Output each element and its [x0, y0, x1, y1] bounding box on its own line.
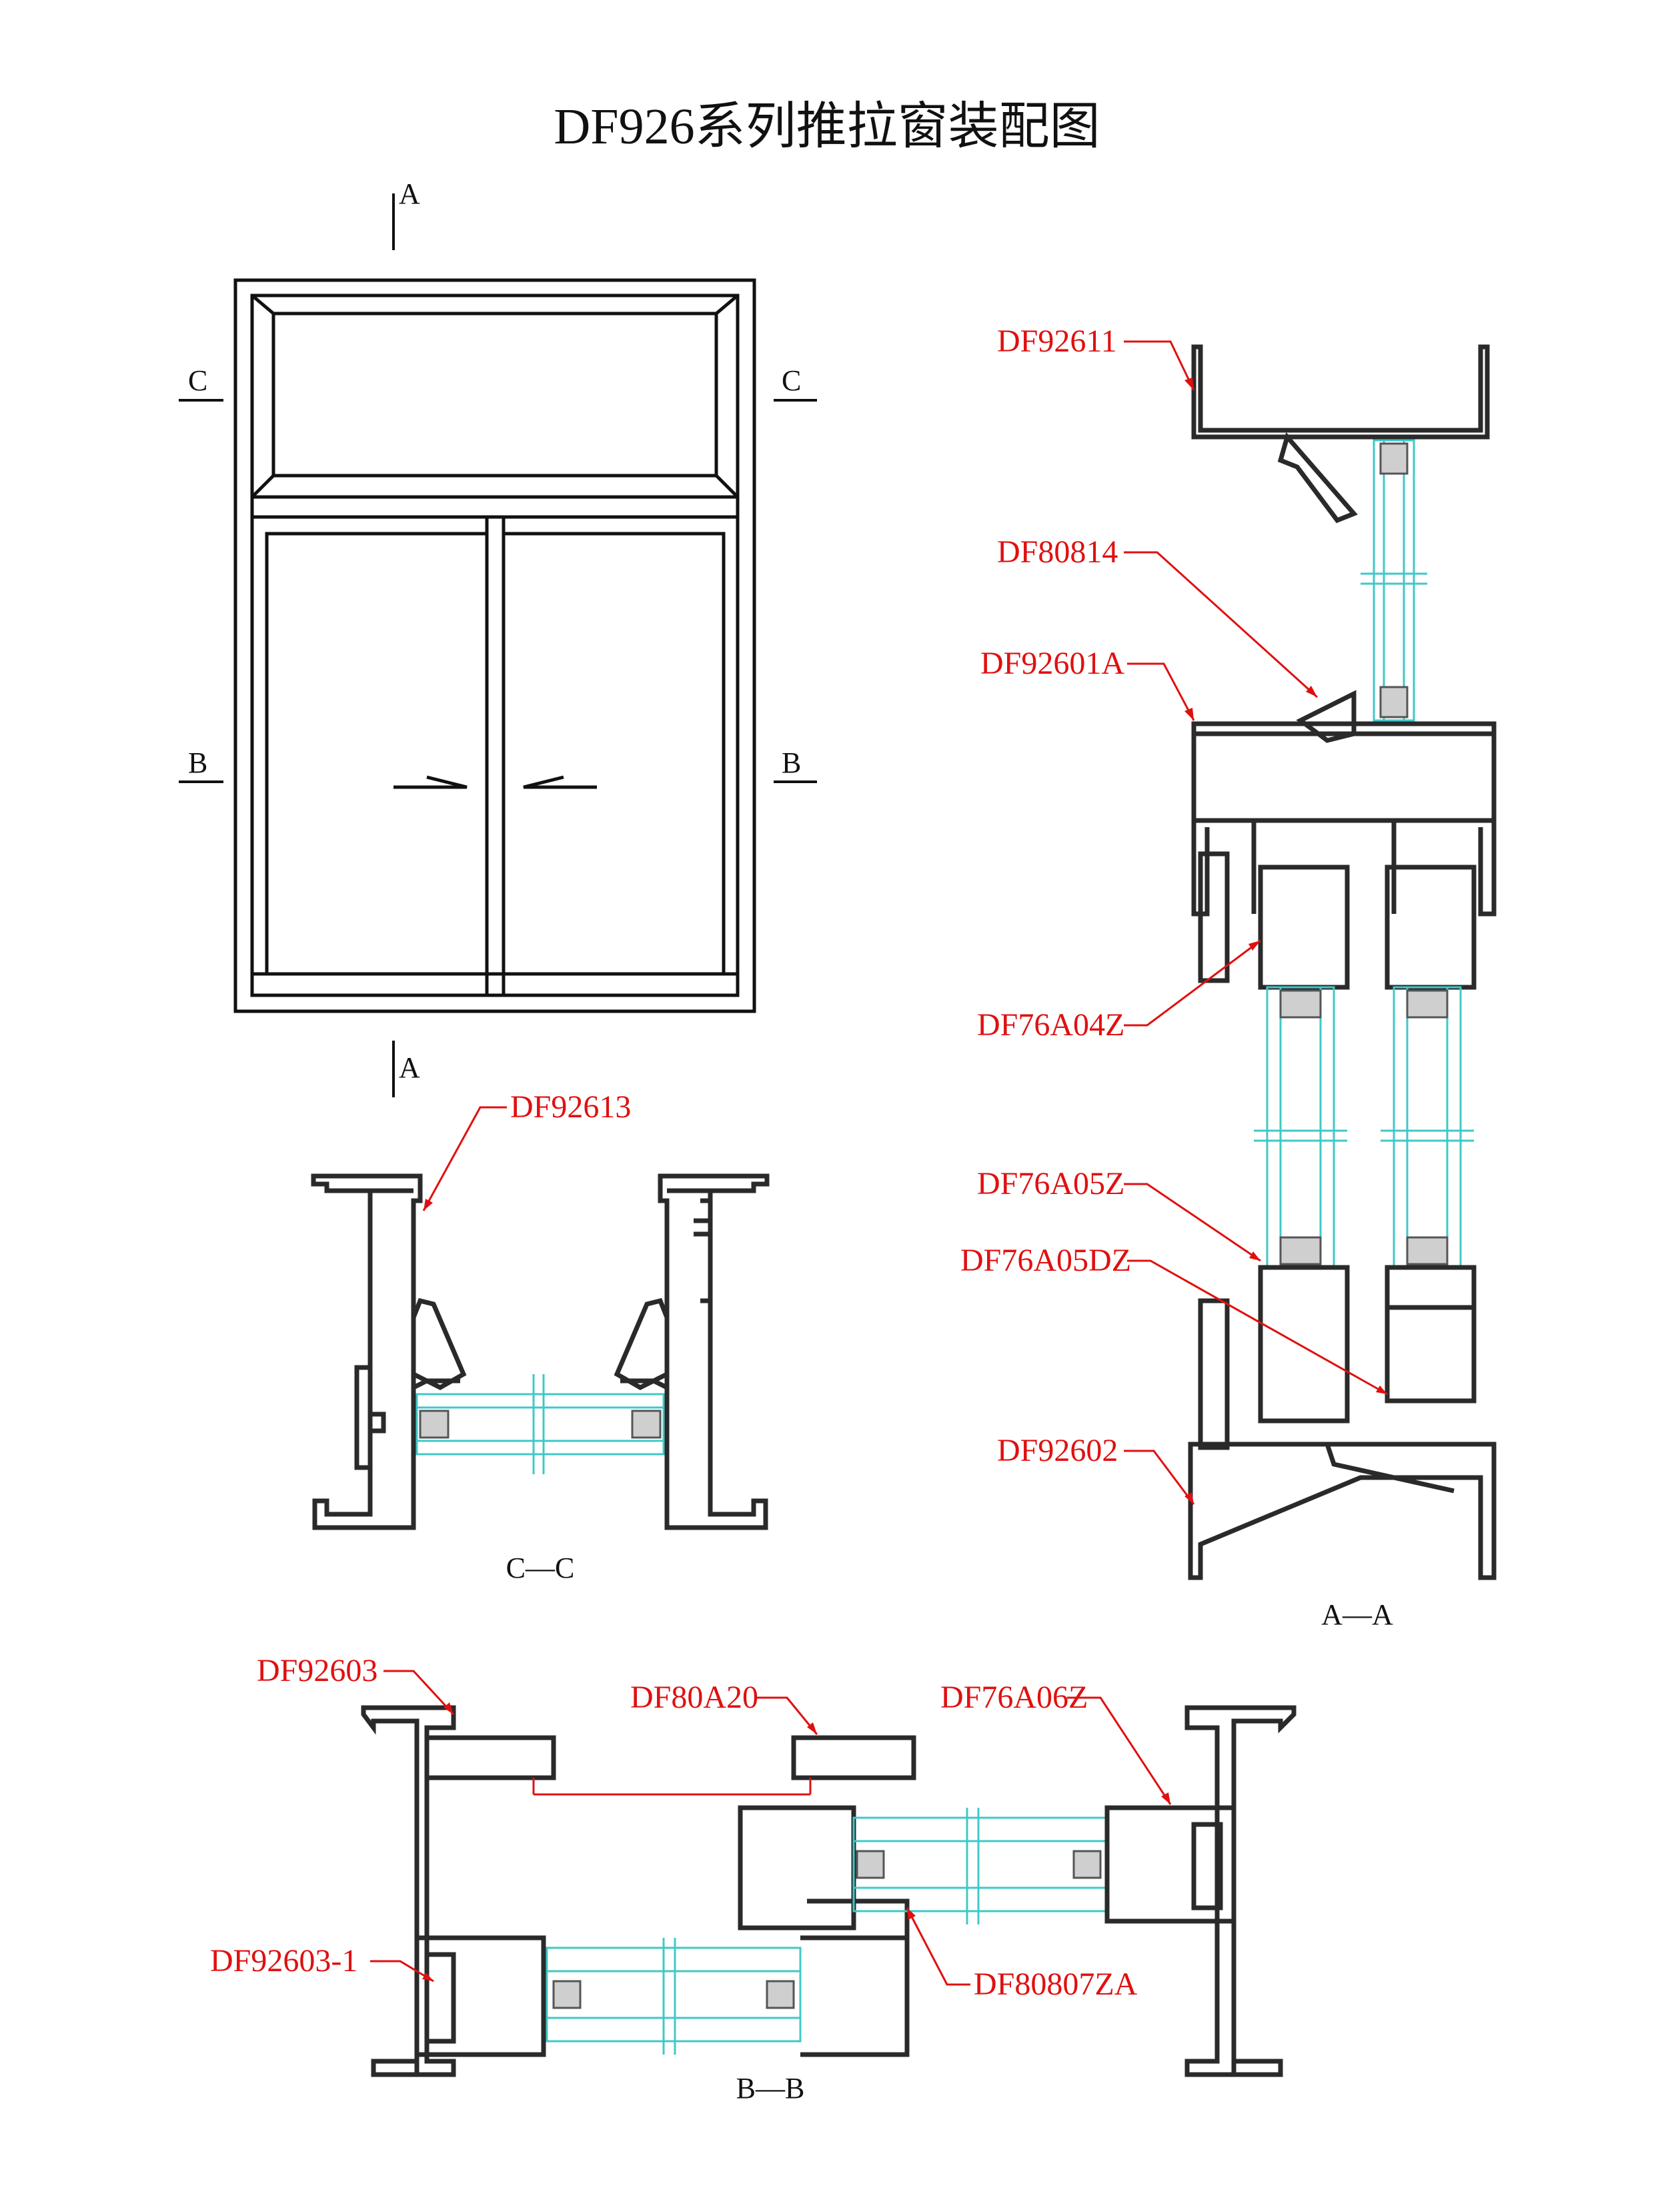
section-mark-c-left: C	[188, 364, 207, 397]
window-elevation: A A C C B B	[179, 177, 817, 1097]
label-df76a05dz: DF76A05DZ	[960, 1243, 1131, 1278]
page-title: DF926系列推拉窗装配图	[554, 99, 1100, 155]
label-df92601a: DF92601A	[980, 646, 1124, 681]
section-mark-a-bottom: A	[399, 1051, 420, 1084]
label-df76a06z: DF76A06Z	[940, 1680, 1088, 1715]
section-caption-bb: B—B	[736, 2072, 805, 2105]
label-df80a20: DF80A20	[630, 1680, 758, 1715]
handle-right	[523, 775, 597, 789]
handle-left	[393, 775, 468, 789]
right-sash	[502, 532, 726, 976]
inner-frame	[250, 294, 740, 997]
section-bb: B—B	[361, 1705, 1297, 2105]
label-df92603-1: DF92603-1	[210, 1943, 357, 1979]
section-mark-c-right: C	[782, 364, 801, 397]
section-aa: A—A	[1188, 344, 1497, 1631]
outer-frame	[233, 278, 756, 1013]
label-df92602: DF92602	[997, 1433, 1118, 1468]
label-df92603: DF92603	[257, 1653, 377, 1688]
label-df76a04z: DF76A04Z	[977, 1007, 1124, 1043]
label-df80814: DF80814	[997, 534, 1118, 570]
callouts: DF92611 DF80814 DF92601A DF76A04Z DF76A0…	[210, 324, 1388, 2002]
label-df92611: DF92611	[997, 324, 1117, 359]
left-sash	[265, 532, 489, 976]
label-df76a05z: DF76A05Z	[977, 1166, 1124, 1201]
label-df80807za: DF80807ZA	[974, 1967, 1138, 2002]
section-mark-b-left: B	[188, 746, 207, 779]
section-mark-a-top: A	[399, 177, 420, 210]
section-caption-cc: C—C	[506, 1552, 575, 1584]
label-df92613: DF92613	[510, 1089, 631, 1125]
section-mark-b-right: B	[782, 746, 801, 779]
bead-df92611	[1277, 432, 1358, 524]
transom-glass	[271, 314, 718, 478]
section-cc: C—C	[311, 1173, 770, 1584]
section-caption-aa: A—A	[1321, 1598, 1393, 1631]
